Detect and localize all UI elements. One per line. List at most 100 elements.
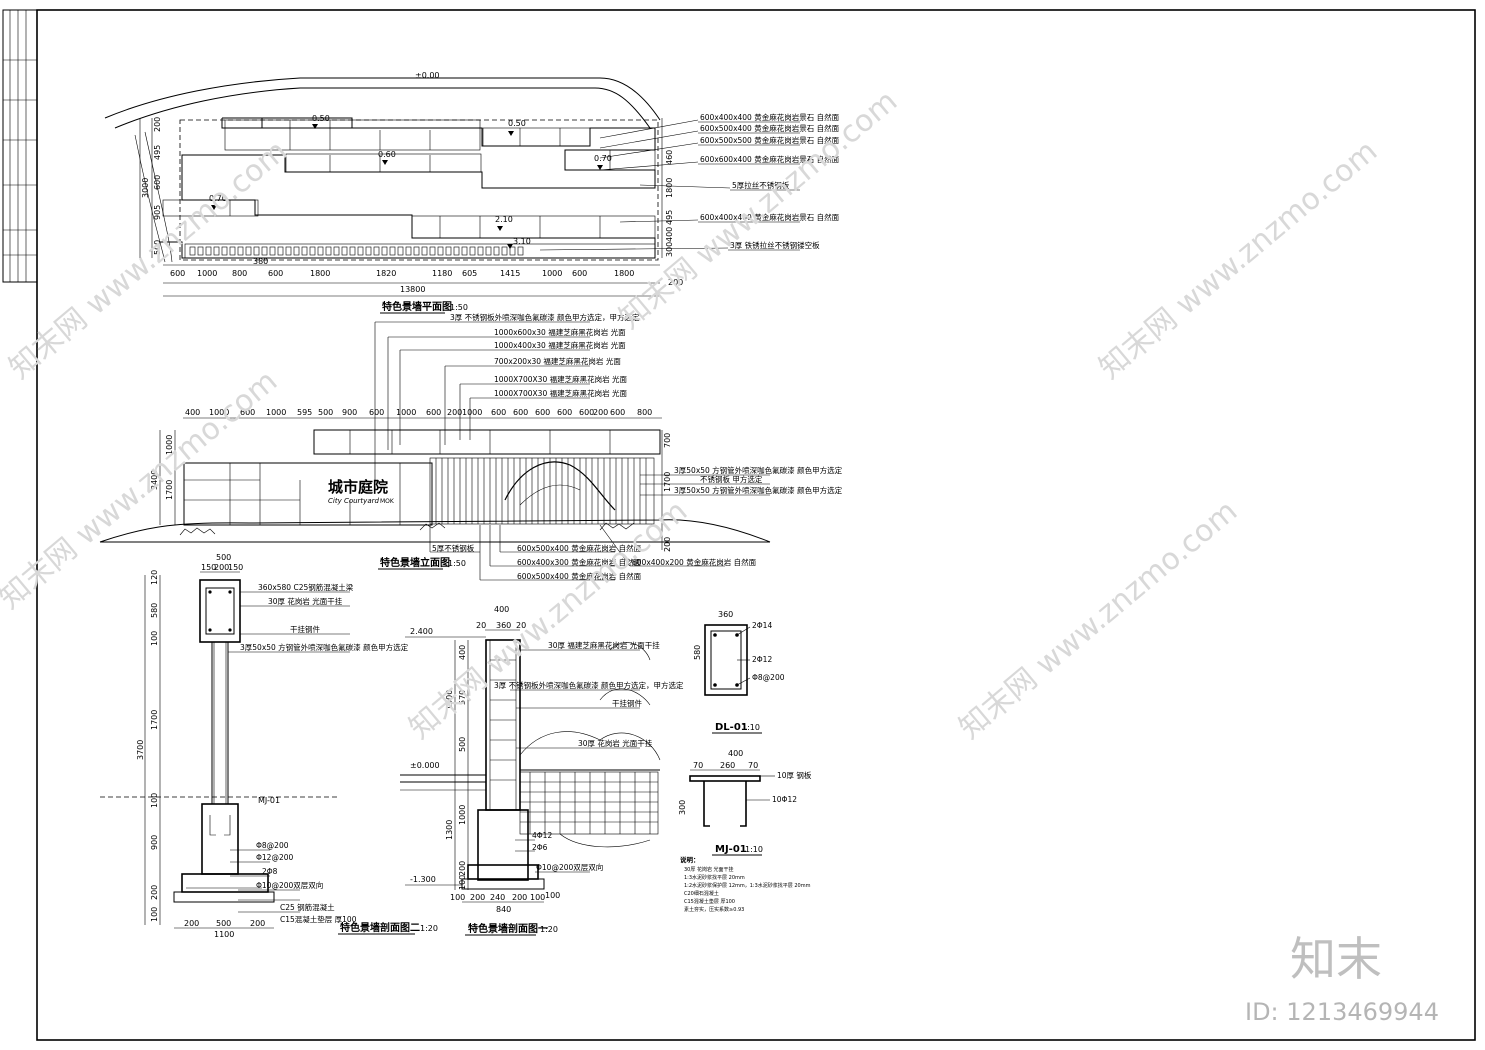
plan-right-dim: 400	[665, 227, 674, 242]
sec2-top-dim: 150	[201, 563, 216, 572]
elev-left-dim: 1000	[165, 435, 174, 455]
elev-top-dim: 900	[342, 408, 357, 417]
dl01-title: DL-01	[715, 722, 748, 733]
perforated-strip	[189, 246, 524, 256]
elev-callout: 600x500x400 黄金麻花岗岩 自然面	[517, 571, 642, 581]
bar-screen	[429, 457, 655, 525]
plan-level: 0.70	[209, 194, 227, 203]
sec1-level-ground: ±0.000	[410, 761, 440, 770]
section2-view: 500 150 200 150 MJ-01 120 580 100 1700 1…	[100, 553, 438, 939]
detail-dl01: 360 580 2Φ14 2Φ12 Φ8@200 DL-01 1:10	[693, 610, 785, 734]
plan-title: 特色景墙平面图	[382, 300, 452, 313]
elev-right-dim: 1700	[663, 472, 672, 492]
sec1-level-bottom: -1.300	[410, 875, 436, 884]
sec1-bottom-dim: 200	[512, 893, 527, 902]
elev-callout: 600x400x200 黄金麻花岗岩 自然面	[632, 557, 757, 567]
note-line: 1:2水泥砂浆保护层 12mm，1:3水泥砂浆找平层 20mm	[684, 882, 811, 889]
plan-top-dim: 1800	[310, 269, 330, 278]
sec2-bottom-total: 1100	[214, 930, 234, 939]
sec1-callouts: 30厚 福建芝麻黑花岗岩 光面干挂 3厚 不锈钢板外喷深咖色氟碳漆 颜色甲方选定…	[494, 640, 684, 873]
elev-callout: 1000x400x30 福建芝麻黑花岗岩 光面	[494, 340, 626, 350]
sec2-callout: Φ12@200	[256, 853, 293, 862]
elev-callout: 3厚50x50 方钢管外喷深咖色氟碳漆 颜色甲方选定	[674, 485, 843, 495]
plan-right-dim: 1800	[665, 178, 674, 198]
elev-callout: 5厚不锈钢板	[432, 543, 475, 553]
elev-top-dim: 800	[637, 408, 652, 417]
sec1-top-dim: 360	[496, 621, 511, 630]
elev-callout: 600x500x400 黄金麻花岗岩 自然面	[517, 543, 642, 553]
sec2-left-dim: 1700	[150, 710, 159, 730]
sec2-callout: 3厚50x50 方钢管外喷深咖色氟碳漆 颜色甲方选定	[240, 642, 409, 652]
elev-top-dim: 600	[513, 408, 528, 417]
sec2-left-dim: 100	[150, 907, 159, 922]
plan-left-dim: 905	[153, 205, 162, 220]
elev-top-dim: 600	[369, 408, 384, 417]
plan-left-dim: 495	[153, 145, 162, 160]
elevation-top-dims: 400 1000 600 1000 595 500 900 600 1000 6…	[185, 408, 652, 417]
elev-callout: 1000X700X30 福建芝麻黑花岗岩 光面	[494, 374, 627, 384]
plan-top-dim: 1180	[432, 269, 452, 278]
dl01-rebar: 2Φ14	[752, 621, 772, 630]
elev-callout: 1000x600x30 福建芝麻黑花岗岩 光面	[494, 327, 626, 337]
elev-top-dim: 600	[579, 408, 594, 417]
sec2-left-dim: 100	[150, 631, 159, 646]
elev-top-dim: 500	[318, 408, 333, 417]
elev-callout: 600x400x300 黄金麻花岗岩 自然面	[517, 557, 642, 567]
sec1-top-total: 400	[494, 605, 509, 614]
sec2-callout: 360x580 C25钢筋混凝土梁	[258, 582, 354, 592]
section1-scale: 1:20	[540, 925, 558, 934]
elev-callout: 700x200x30 福建芝麻黑花岗岩 光面	[494, 356, 621, 366]
elev-top-dim: 600	[426, 408, 441, 417]
note-line: 1:3水泥砂浆找平层 20mm	[684, 874, 745, 881]
plan-callout: 600x500x500 黄金麻花岗岩景石 自然面	[700, 135, 840, 145]
notes-title: 说明：	[680, 855, 700, 864]
elev-left-total: 3400	[150, 470, 159, 490]
sheet-frame	[2, 9, 1476, 1041]
plan-top-dim: 800	[232, 269, 247, 278]
sec1-right-dim: 100	[545, 891, 560, 900]
sec2-left-dim: 580	[150, 603, 159, 618]
elevation-callouts-top: 3厚 不锈钢板外喷深咖色氟碳漆 颜色甲方选定，甲方选定 1000x600x30 …	[374, 312, 640, 480]
elev-sign-en: City Courtyard	[328, 497, 379, 505]
plan-callout: 600x400x400 黄金麻花岗岩景石 自然面	[700, 212, 840, 222]
plan-total-dim: 13800	[400, 285, 425, 294]
sec1-left-dim: 500	[458, 737, 467, 752]
plan-level: 0.50	[508, 119, 526, 128]
plan-callout: 600x600x400 黄金麻花岗岩景石 自然面	[700, 154, 840, 164]
plan-top-dim: 600	[170, 269, 185, 278]
id-watermark: ID: 1213469944	[1245, 998, 1439, 1026]
sec2-callout: Φ8@200	[256, 841, 289, 850]
plan-callout: 3厚 铁锈拉丝不锈钢镂空板	[730, 240, 820, 250]
sec2-callout: C25 钢筋混凝土	[280, 902, 335, 912]
elev-right-dim: 200	[663, 537, 672, 552]
sec2-left-dim: 200	[150, 885, 159, 900]
elevation-view: 400 1000 600 1000 595 500 900 600 1000 6…	[99, 312, 843, 581]
sec1-bottom-total: 840	[496, 905, 511, 914]
detail-mj01: 400 70 260 70 300 10厚 钢板 10Φ12 MJ-01 1:1…	[678, 749, 812, 856]
plan-left-dim: 600	[153, 175, 162, 190]
sec1-callout: 3厚 不锈钢板外喷深咖色氟碳漆 颜色甲方选定，甲方选定	[494, 680, 684, 690]
mj01-rebar: 10Φ12	[772, 795, 797, 804]
note-line: C20细石混凝土	[684, 890, 719, 897]
sec2-callouts: 360x580 C25钢筋混凝土梁 30厚 花岗岩 光面干挂 干挂钢件 3厚50…	[228, 582, 409, 924]
elev-left-dim: 1700	[165, 480, 174, 500]
mj01-dim: 70	[748, 761, 758, 770]
dl01-scale: 1:10	[742, 723, 760, 732]
sec1-callout: 4Φ12	[532, 831, 552, 840]
elevation-callouts-right: 3厚50x50 方钢管外喷深咖色氟碳漆 颜色甲方选定 不锈钢板 甲方选定 3厚5…	[640, 465, 843, 496]
sec1-callout: Φ10@200双层双向	[536, 862, 603, 872]
plan-top-level: ±0.00	[415, 71, 440, 80]
elev-callout: 不锈钢板 甲方选定	[700, 474, 763, 484]
plan-level: 0.70	[594, 154, 612, 163]
sec2-left-dim: 100	[150, 793, 159, 808]
plan-levels: ±0.00 0.50 0.50 0.60 0.70 0.70 2.10 3.10	[209, 71, 612, 249]
note-line: 30厚 花岗岩 光面干挂	[684, 866, 734, 873]
sec2-left-dim: 120	[150, 570, 159, 585]
soil-hatch	[519, 771, 659, 848]
plan-top-dim: 1000	[197, 269, 217, 278]
elev-right-dim: 700	[663, 433, 672, 448]
sec1-callout: 干挂钢件	[612, 698, 642, 708]
sec2-callout: C15混凝土垫层 厚100	[280, 914, 357, 924]
sec1-left-dim: 400	[458, 645, 467, 660]
sec2-bottom-dim: 200	[184, 919, 199, 928]
